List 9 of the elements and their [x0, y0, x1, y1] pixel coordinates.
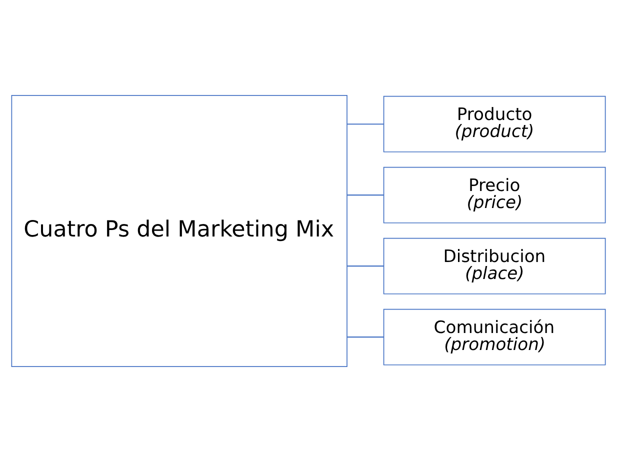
node-box: Producto (product)	[383, 96, 606, 152]
connector	[347, 266, 384, 267]
node-box: Cuatro Ps del Marketing Mix	[11, 95, 348, 367]
node-box: Comunicación (promotion)	[383, 308, 606, 366]
node-box: Distribucion (place)	[383, 238, 606, 294]
connector	[347, 336, 384, 338]
connector	[347, 124, 384, 125]
node-box: Precio (price)	[383, 166, 606, 224]
connector	[347, 194, 384, 196]
